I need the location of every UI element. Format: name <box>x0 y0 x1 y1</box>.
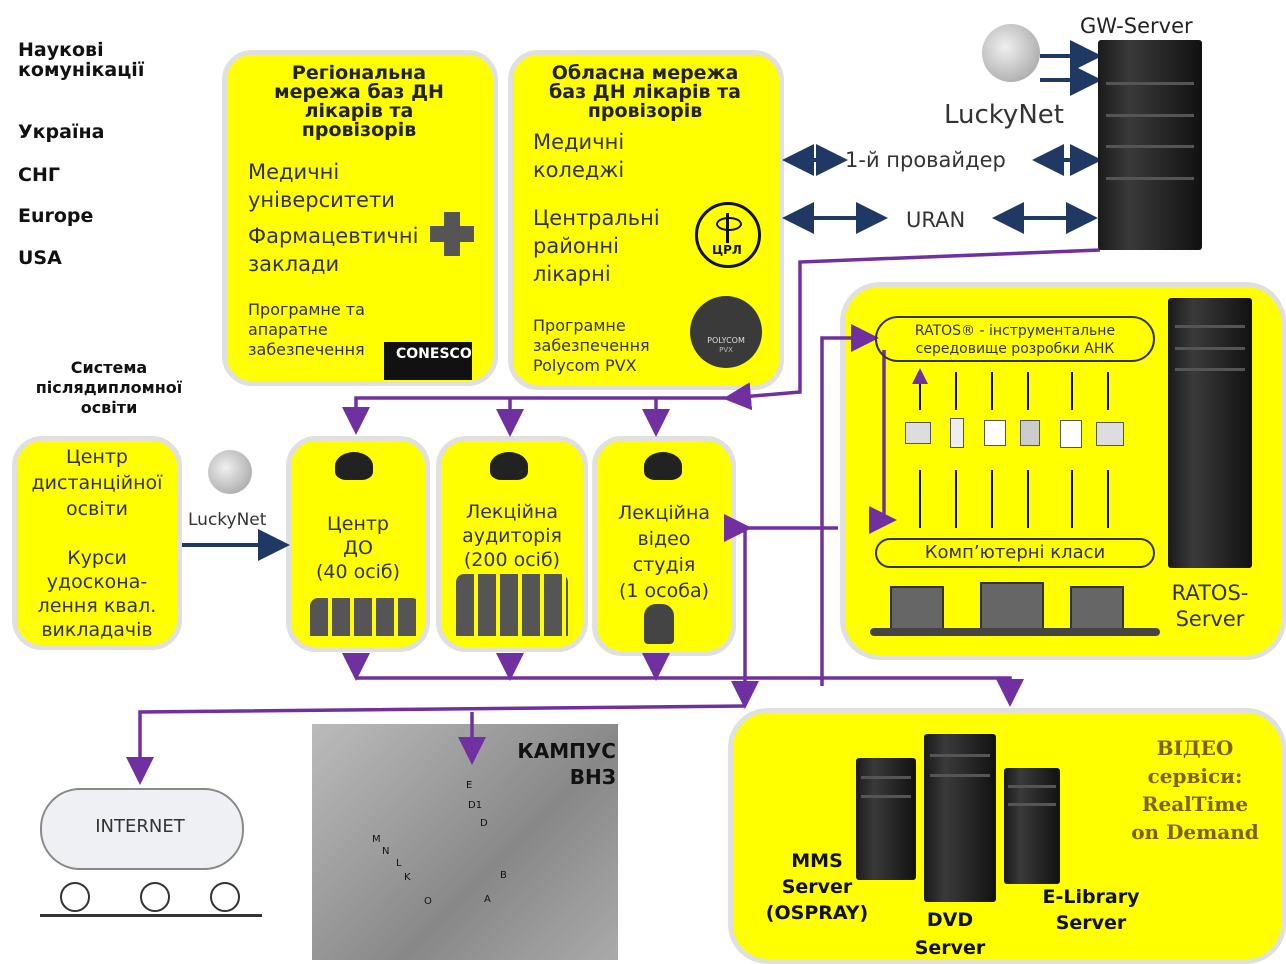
provider-label: 1-й провайдер <box>845 148 1006 172</box>
room-label-studio: Лекційна відео студія (1 особа) <box>617 502 711 602</box>
internet-cloud-icon <box>40 788 244 870</box>
gw-server-icon <box>1098 40 1202 250</box>
elibrary-server-icon <box>1004 768 1060 884</box>
component-icon-1 <box>905 422 931 444</box>
luckynet-distance-label: LuckyNet <box>188 510 267 530</box>
camera-icon-2 <box>490 452 528 480</box>
campus-label: КАМПУС ВНЗ <box>517 739 616 789</box>
campus-map-letter: L <box>396 858 402 869</box>
campus-map-letter: K <box>404 872 411 883</box>
conesco-logo: CONESCO <box>384 342 472 380</box>
ratos-server-icon <box>1168 298 1252 568</box>
users-icon <box>40 878 266 938</box>
campus-map-letter: O <box>424 896 432 907</box>
campus-map-letter: D <box>480 818 488 829</box>
campus-map-letter: A <box>484 894 491 905</box>
district-hospitals-label: Центральні районні лікарні <box>533 206 660 286</box>
mms-server-label: MMS Server (OSPRAY) <box>765 850 869 924</box>
camera-icon-3 <box>644 452 682 480</box>
usa-label: USA <box>18 247 62 269</box>
crl-emblem-icon: ЦРЛ <box>695 202 761 268</box>
regional-network-title: Регіональна мережа баз ДН лікарів та про… <box>274 62 444 141</box>
computer-monitors-icon <box>870 578 1170 644</box>
polycom-logo: POLYCOM PVX <box>690 296 762 368</box>
distance-education-box <box>12 436 182 650</box>
computer-classes-pill <box>875 538 1155 568</box>
rooms-to-video <box>356 676 1024 707</box>
campus-map-letter: D1 <box>468 800 483 811</box>
pharmacy-label: Фармацевтичні заклади <box>248 224 419 276</box>
polycom-software-label: Програмне забезпечення Polycom PVX <box>533 316 650 375</box>
dist-to-center-do <box>342 396 730 435</box>
postgrad-system-label: Система післядипломної освіти <box>35 358 183 417</box>
room-label-center-do: Центр ДО (40 осіб) <box>315 513 401 583</box>
medical-cross-icon <box>430 212 474 256</box>
internet-label: INTERNET <box>95 816 185 837</box>
component-icon-6 <box>1096 422 1124 446</box>
mms-server-icon <box>856 758 916 880</box>
medical-universities-label: Медичні університети <box>248 160 395 212</box>
component-icon-2 <box>950 418 964 448</box>
europe-label: Europe <box>18 205 94 227</box>
camera-icon-1 <box>335 452 373 480</box>
gw-server-label: GW-Server <box>1080 14 1193 38</box>
campus-map-letter: E <box>466 780 473 791</box>
science-communications-label: Наукові комунікації <box>18 39 145 81</box>
room-label-auditorium: Лекційна аудиторія (200 осіб) <box>462 501 562 571</box>
campus-map-letter: M <box>372 834 381 845</box>
computer-classes-label: Комп’ютерні класи <box>924 542 1106 563</box>
distance-center-label: Центр дистанційної освіти <box>31 446 163 520</box>
uran-label: URAN <box>906 208 966 232</box>
cis-label: СНГ <box>18 164 60 186</box>
ratos-server-label: RATOS- Server <box>1171 581 1249 631</box>
single-person-icon <box>644 604 674 644</box>
courses-label: Курси удоскона- лення квал. викладачів <box>37 547 157 641</box>
ratos-environment-label: RATOS® - інструментальне середовище розр… <box>914 323 1116 357</box>
campus-map-letter: B <box>500 870 507 881</box>
dvd-server-label: DVD Server <box>914 909 986 959</box>
dvd-server-icon <box>924 734 996 902</box>
satellite-dish-icon <box>982 24 1040 82</box>
audience-small-icon <box>310 598 420 636</box>
satellite-dish-small-icon <box>208 450 252 494</box>
regional-software-label: Програмне та апаратне забезпечення <box>248 300 365 359</box>
medical-colleges-label: Медичні коледжі <box>533 130 625 182</box>
campus-map-letter: N <box>382 846 390 857</box>
audience-large-icon <box>456 574 568 636</box>
oblast-network-title: Обласна мережа баз ДН лікарів та провізо… <box>549 62 741 122</box>
component-icon-3 <box>984 420 1006 446</box>
component-icon-5 <box>1060 420 1082 448</box>
ukraine-label: Україна <box>18 121 105 143</box>
luckynet-gateway-label: LuckyNet <box>944 100 1064 130</box>
component-icon-4 <box>1020 420 1040 446</box>
elibrary-server-label: E-Library Server <box>1042 886 1140 934</box>
video-services-title: ВІДЕО сервіси: RealTime on Demand <box>1131 736 1259 844</box>
